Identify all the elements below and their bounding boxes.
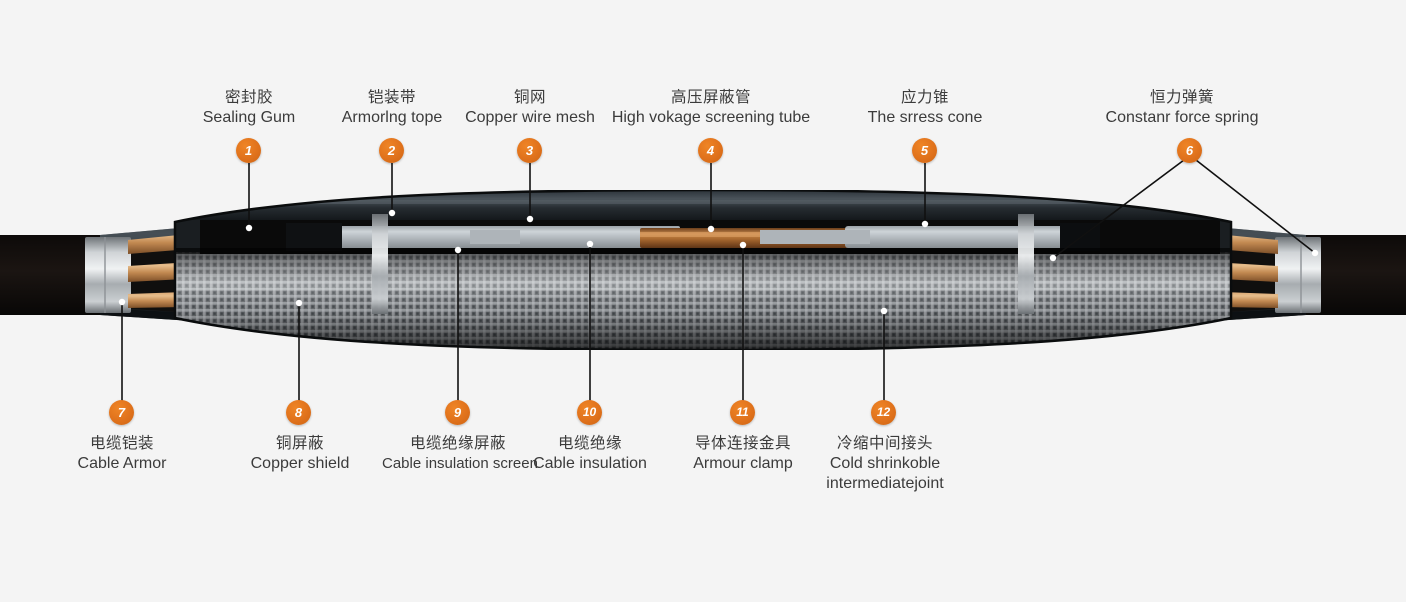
- callout-badge-12[interactable]: 12: [871, 400, 896, 425]
- callout-badge-11[interactable]: 11: [730, 400, 755, 425]
- callout-badge-10[interactable]: 10: [577, 400, 602, 425]
- callout-badge-2[interactable]: 2: [379, 138, 404, 163]
- callout-badge-9[interactable]: 9: [445, 400, 470, 425]
- callout-badge-1[interactable]: 1: [236, 138, 261, 163]
- callout-badge-3[interactable]: 3: [517, 138, 542, 163]
- callout-badge-8[interactable]: 8: [286, 400, 311, 425]
- callout-badge-6[interactable]: 6: [1177, 138, 1202, 163]
- callout-badge-4[interactable]: 4: [698, 138, 723, 163]
- callout-badge-5[interactable]: 5: [912, 138, 937, 163]
- callout-badge-7[interactable]: 7: [109, 400, 134, 425]
